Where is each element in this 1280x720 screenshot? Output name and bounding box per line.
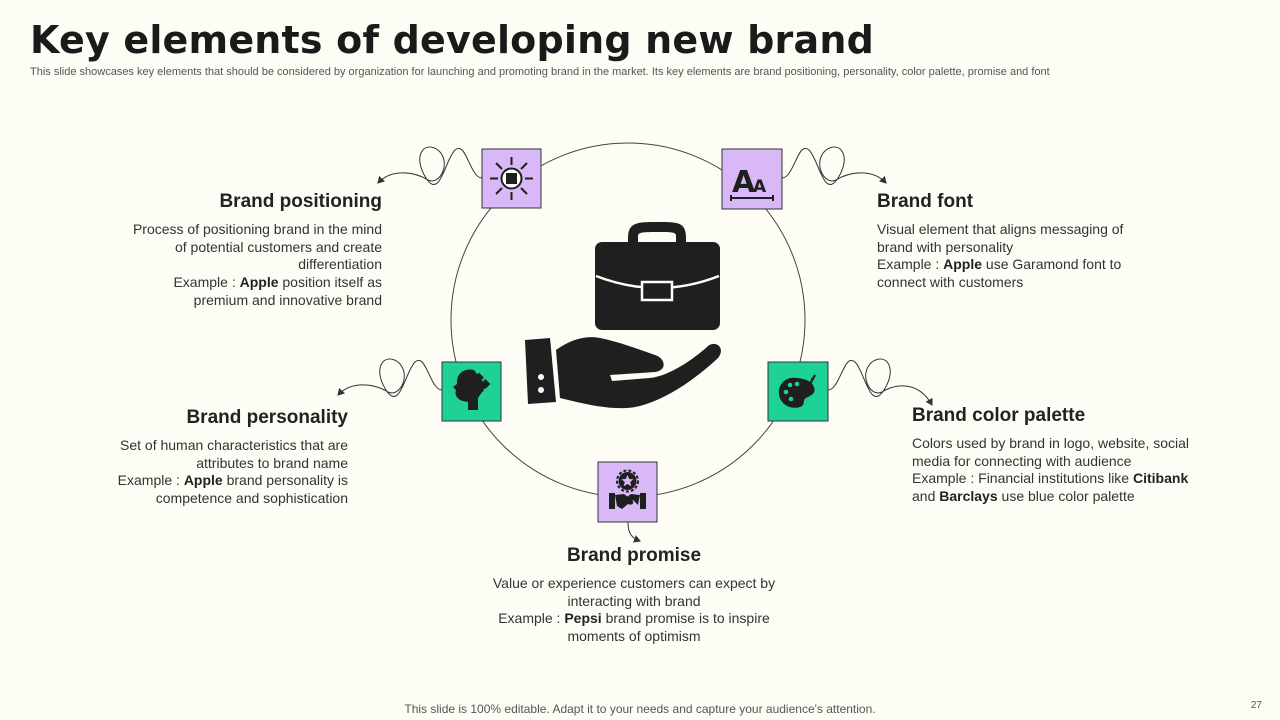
svg-text:A: A (732, 165, 756, 200)
example-brand: Apple (239, 274, 279, 291)
brand-promise-block: Brand promise Value or experience custom… (474, 545, 794, 646)
example-brand-2: Barclays (939, 488, 998, 505)
brand-positioning-heading: Brand positioning (219, 191, 382, 212)
example-prefix: Example : (117, 472, 184, 489)
color-palette-icon-box (767, 361, 829, 422)
example-suffix: brand personality is competence and soph… (155, 472, 348, 507)
brand-positioning-block: Brand positioning Process of positioning… (118, 191, 382, 310)
example-prefix: Example : Financial institutions like (912, 470, 1133, 487)
personality-icon-box (441, 361, 502, 422)
connector-positioning (377, 146, 483, 185)
example-mid: and (912, 488, 940, 505)
connector-promise (627, 521, 641, 543)
handshake-badge-icon (609, 469, 646, 509)
example-suffix: brand promise is to inspire moments of o… (567, 610, 770, 645)
page-title: Key elements of developing new brand (30, 18, 874, 62)
head-with-puzzle-icon (453, 369, 491, 410)
example-suffix: position itself as premium and innovativ… (193, 274, 382, 308)
example-brand: Citibank (1133, 470, 1189, 487)
brand-font-desc: Visual element that aligns messaging of … (877, 221, 1124, 255)
brand-personality-block: Brand personality Set of human character… (96, 407, 348, 508)
brand-font-text: Visual element that aligns messaging of … (877, 221, 1147, 292)
brand-font-block: Brand font Visual element that aligns me… (877, 191, 1147, 292)
connector-font (781, 146, 887, 185)
promise-icon-box (597, 461, 658, 523)
brand-color-palette-block: Brand color palette Colors used by brand… (912, 405, 1212, 506)
brand-color-palette-text: Colors used by brand in logo, website, s… (912, 435, 1212, 506)
example-prefix: Example : (877, 256, 944, 273)
brand-color-palette-desc: Colors used by brand in logo, website, s… (912, 435, 1190, 469)
positioning-icon-box (481, 148, 542, 209)
palette-icon (778, 374, 816, 408)
example-brand: Apple (183, 472, 223, 489)
font-letters-icon: A A (730, 165, 774, 201)
brand-font-heading: Brand font (877, 191, 974, 212)
brand-positioning-text: Process of positioning brand in the mind… (118, 221, 382, 310)
svg-text:A: A (753, 177, 767, 197)
footer-note: This slide is 100% editable. Adapt it to… (404, 702, 876, 716)
brand-promise-text: Value or experience customers can expect… (474, 575, 794, 646)
brand-color-palette-heading: Brand color palette (912, 405, 1086, 426)
box-with-arrows-icon (490, 157, 533, 200)
example-suffix: use Garamond font to connect with custom… (877, 256, 1122, 291)
brand-promise-desc: Value or experience customers can expect… (492, 575, 776, 609)
brand-personality-desc: Set of human characteristics that are at… (120, 437, 348, 471)
example-prefix: Example : (498, 610, 565, 627)
page-number: 27 (1250, 700, 1262, 711)
example-suffix: use blue color palette (997, 488, 1135, 505)
brand-promise-heading: Brand promise (566, 545, 702, 566)
brand-personality-heading: Brand personality (186, 407, 348, 428)
example-brand: Apple (943, 256, 983, 273)
example-brand: Pepsi (564, 610, 602, 627)
brand-positioning-desc: Process of positioning brand in the mind… (132, 221, 382, 273)
font-icon-box: A A (721, 148, 783, 210)
briefcase-in-hand-icon (525, 222, 721, 409)
brand-personality-text: Set of human characteristics that are at… (96, 437, 348, 508)
connector-color-palette (827, 358, 933, 406)
connector-personality (337, 358, 443, 397)
page-subtitle: This slide showcases key elements that s… (30, 66, 1050, 78)
example-prefix: Example : (173, 274, 240, 291)
